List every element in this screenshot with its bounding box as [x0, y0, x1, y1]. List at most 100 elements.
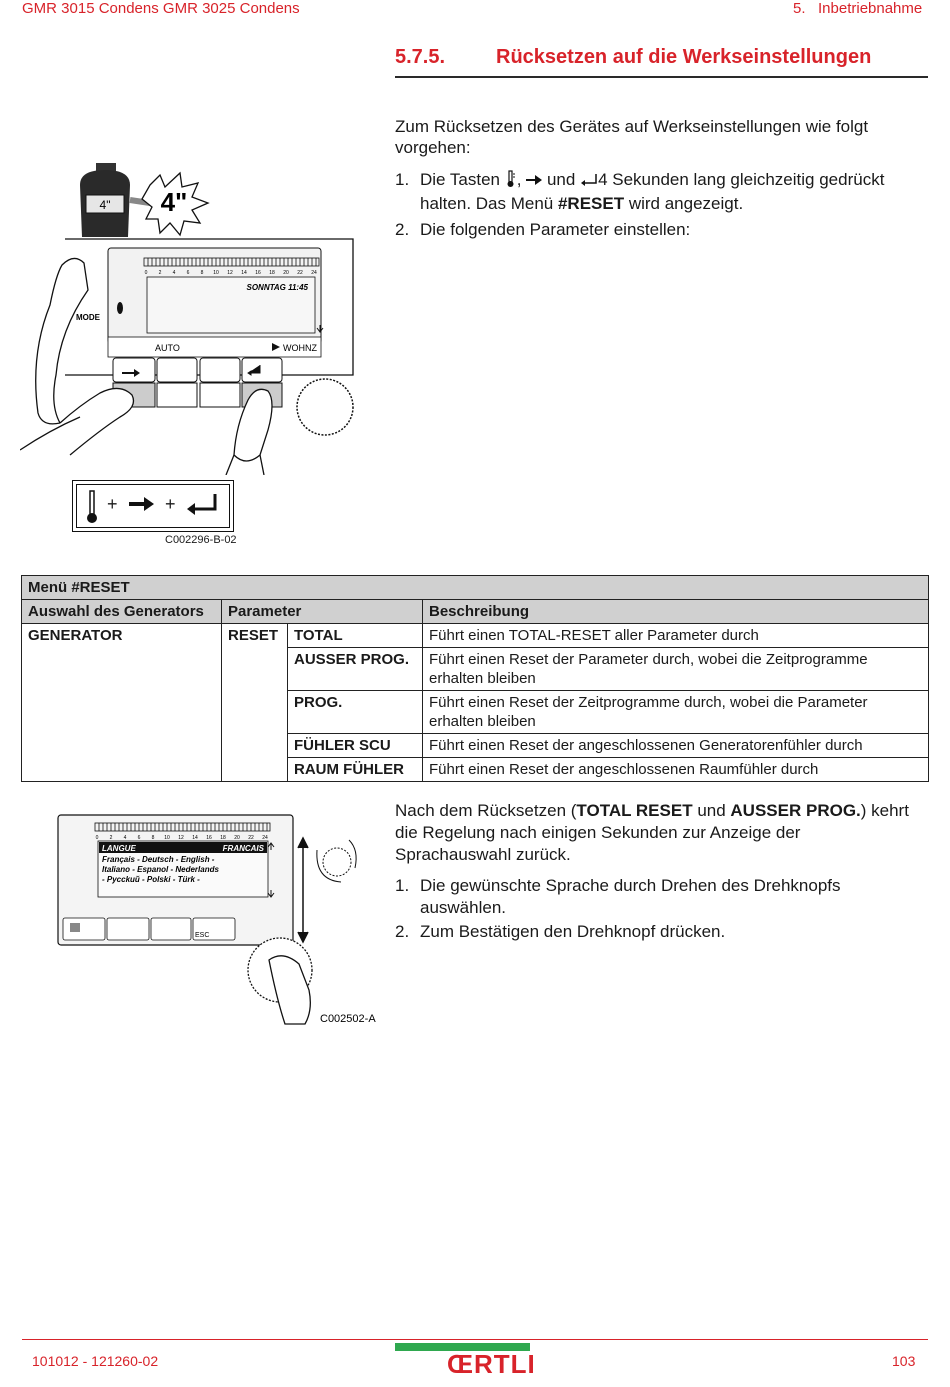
- svg-text:6: 6: [138, 835, 141, 841]
- header-description: Beschreibung: [422, 599, 929, 624]
- arrow-right-button-icon: [122, 369, 140, 377]
- svg-text:12: 12: [227, 270, 233, 276]
- footer-doc-number: 101012 - 121260-02: [32, 1353, 159, 1369]
- header-generator: Auswahl des Generators: [21, 599, 222, 624]
- desc-cell: Führt einen TOTAL-RESET aller Parameter …: [422, 623, 929, 648]
- param-cell: TOTAL: [287, 623, 423, 648]
- svg-text:24: 24: [262, 835, 268, 841]
- header-chapter-title: Inbetriebnahme: [818, 0, 923, 17]
- timer-display: 4": [100, 198, 111, 212]
- mode-label: MODE: [76, 313, 101, 322]
- wohnz-label: WOHNZ: [283, 343, 317, 353]
- svg-text:18: 18: [269, 270, 275, 276]
- svg-text:14: 14: [192, 835, 198, 841]
- svg-text:16: 16: [206, 835, 212, 841]
- header-parameter: Parameter: [221, 599, 423, 624]
- svg-text:4: 4: [124, 835, 127, 841]
- header-left: GMR 3015 Condens GMR 3025 Condens: [22, 0, 300, 17]
- play-icon: [272, 343, 280, 351]
- after-reset-line-2: die Regelung nach einigen Sekunden zur A…: [395, 823, 801, 842]
- rotary-knob: [296, 378, 354, 436]
- reset-group-cell: RESET: [221, 623, 288, 782]
- arrow-right-icon: [526, 175, 543, 185]
- svg-text:8: 8: [201, 270, 204, 276]
- step-1: 1. Die Tasten , und 4 Sekunden lang glei…: [395, 170, 885, 213]
- svg-text:22: 22: [297, 270, 303, 276]
- bars-icon: [70, 923, 80, 932]
- svg-text:0: 0: [145, 270, 148, 276]
- knob-rotate-icon: [322, 847, 352, 877]
- svg-text:16: 16: [255, 270, 261, 276]
- table-title-row: Menü #RESET: [21, 575, 929, 600]
- key-combination-box: + +: [72, 480, 234, 532]
- flame-icon: [117, 302, 123, 314]
- svg-text:0: 0: [96, 835, 99, 841]
- brand-logo: ŒRTLI: [447, 1349, 536, 1379]
- figure1-code: C002296-B-02: [165, 534, 237, 546]
- timer-seconds-label: 4": [161, 187, 188, 217]
- arrow-right-key-icon: [129, 497, 154, 511]
- return-key-icon: [187, 494, 217, 515]
- svg-text:8: 8: [152, 835, 155, 841]
- footer-rule: [22, 1339, 928, 1340]
- table-row: RAUM FÜHLER Führt einen Reset der angesc…: [22, 757, 929, 782]
- step-language-2: 2. Zum Bestätigen den Drehknopf drücken.: [395, 922, 726, 941]
- plus-sign-2: +: [165, 494, 176, 514]
- display-time: SONNTAG 11:45: [247, 283, 309, 292]
- step-2: 2. Die folgenden Parameter einstellen:: [395, 220, 691, 239]
- table-row: PROG. Führt einen Reset der Zeitprogramm…: [22, 690, 929, 734]
- intro-line-1: Zum Rücksetzen des Gerätes auf Werkseins…: [395, 117, 869, 136]
- section-rule: [395, 76, 928, 78]
- section-number: 5.7.5.: [395, 46, 446, 68]
- param-cell: AUSSER PROG.: [287, 647, 423, 691]
- after-reset-line-3: Sprachauswahl zurück.: [395, 845, 571, 864]
- svg-text:24: 24: [311, 270, 317, 276]
- table-row: AUSSER PROG. Führt einen Reset der Param…: [22, 647, 929, 691]
- svg-text:10: 10: [213, 270, 219, 276]
- desc-cell: Führt einen Reset der angeschlossenen Ge…: [422, 733, 929, 758]
- footer-brand-bar: [395, 1343, 530, 1351]
- svg-text:2: 2: [159, 270, 162, 276]
- svg-text:6: 6: [187, 270, 190, 276]
- generator-cell: GENERATOR: [21, 623, 222, 782]
- francais-label: FRANCAIS: [223, 844, 265, 853]
- desc-cell: Führt einen Reset der angeschlossenen Ra…: [422, 757, 929, 782]
- param-cell: PROG.: [287, 690, 423, 734]
- svg-text:20: 20: [234, 835, 240, 841]
- table-title: Menü #RESET: [21, 575, 929, 600]
- intro-line-2: vorgehen:: [395, 138, 471, 157]
- return-icon: [581, 174, 597, 186]
- svg-text:22: 22: [248, 835, 254, 841]
- up-down-arrow-icon: [297, 836, 309, 944]
- svg-text:10: 10: [164, 835, 170, 841]
- langue-label: LANGUE: [102, 844, 136, 853]
- stopwatch-icon: 4": [80, 163, 130, 237]
- language-list-line-2: Italiano - Espanol - Nederlands: [102, 865, 219, 874]
- table-row: GENERATOR RESET TOTAL Führt einen TOTAL-…: [21, 623, 929, 782]
- svg-text:12: 12: [178, 835, 184, 841]
- plus-sign-1: +: [107, 494, 118, 514]
- esc-label: ESC: [195, 932, 209, 939]
- header-chapter-number: 5.: [793, 0, 806, 17]
- param-cell: FÜHLER SCU: [287, 733, 423, 758]
- svg-text:2: 2: [110, 835, 113, 841]
- page-number: 103: [892, 1353, 916, 1369]
- auto-label: AUTO: [155, 343, 180, 353]
- desc-cell: Führt einen Reset der Parameter durch, w…: [422, 647, 929, 691]
- svg-text:18: 18: [220, 835, 226, 841]
- after-reset-line-1: Nach dem Rücksetzen (TOTAL RESET und AUS…: [395, 801, 909, 820]
- step-language-1: 1. Die gewünschte Sprache durch Drehen d…: [395, 876, 841, 917]
- desc-cell: Führt einen Reset der Zeitprogramme durc…: [422, 690, 929, 734]
- svg-text:14: 14: [241, 270, 247, 276]
- thermometer-icon: [507, 170, 515, 187]
- language-list-line-1: Français - Deutsch - English -: [102, 855, 215, 864]
- figure2-code: C002502-A: [320, 1013, 376, 1025]
- table-header-row: Auswahl des Generators Parameter Beschre…: [21, 599, 929, 624]
- reset-menu-table: Menü #RESET Auswahl des Generators Param…: [21, 575, 929, 782]
- svg-text:4: 4: [173, 270, 176, 276]
- param-cell: RAUM FÜHLER: [287, 757, 423, 782]
